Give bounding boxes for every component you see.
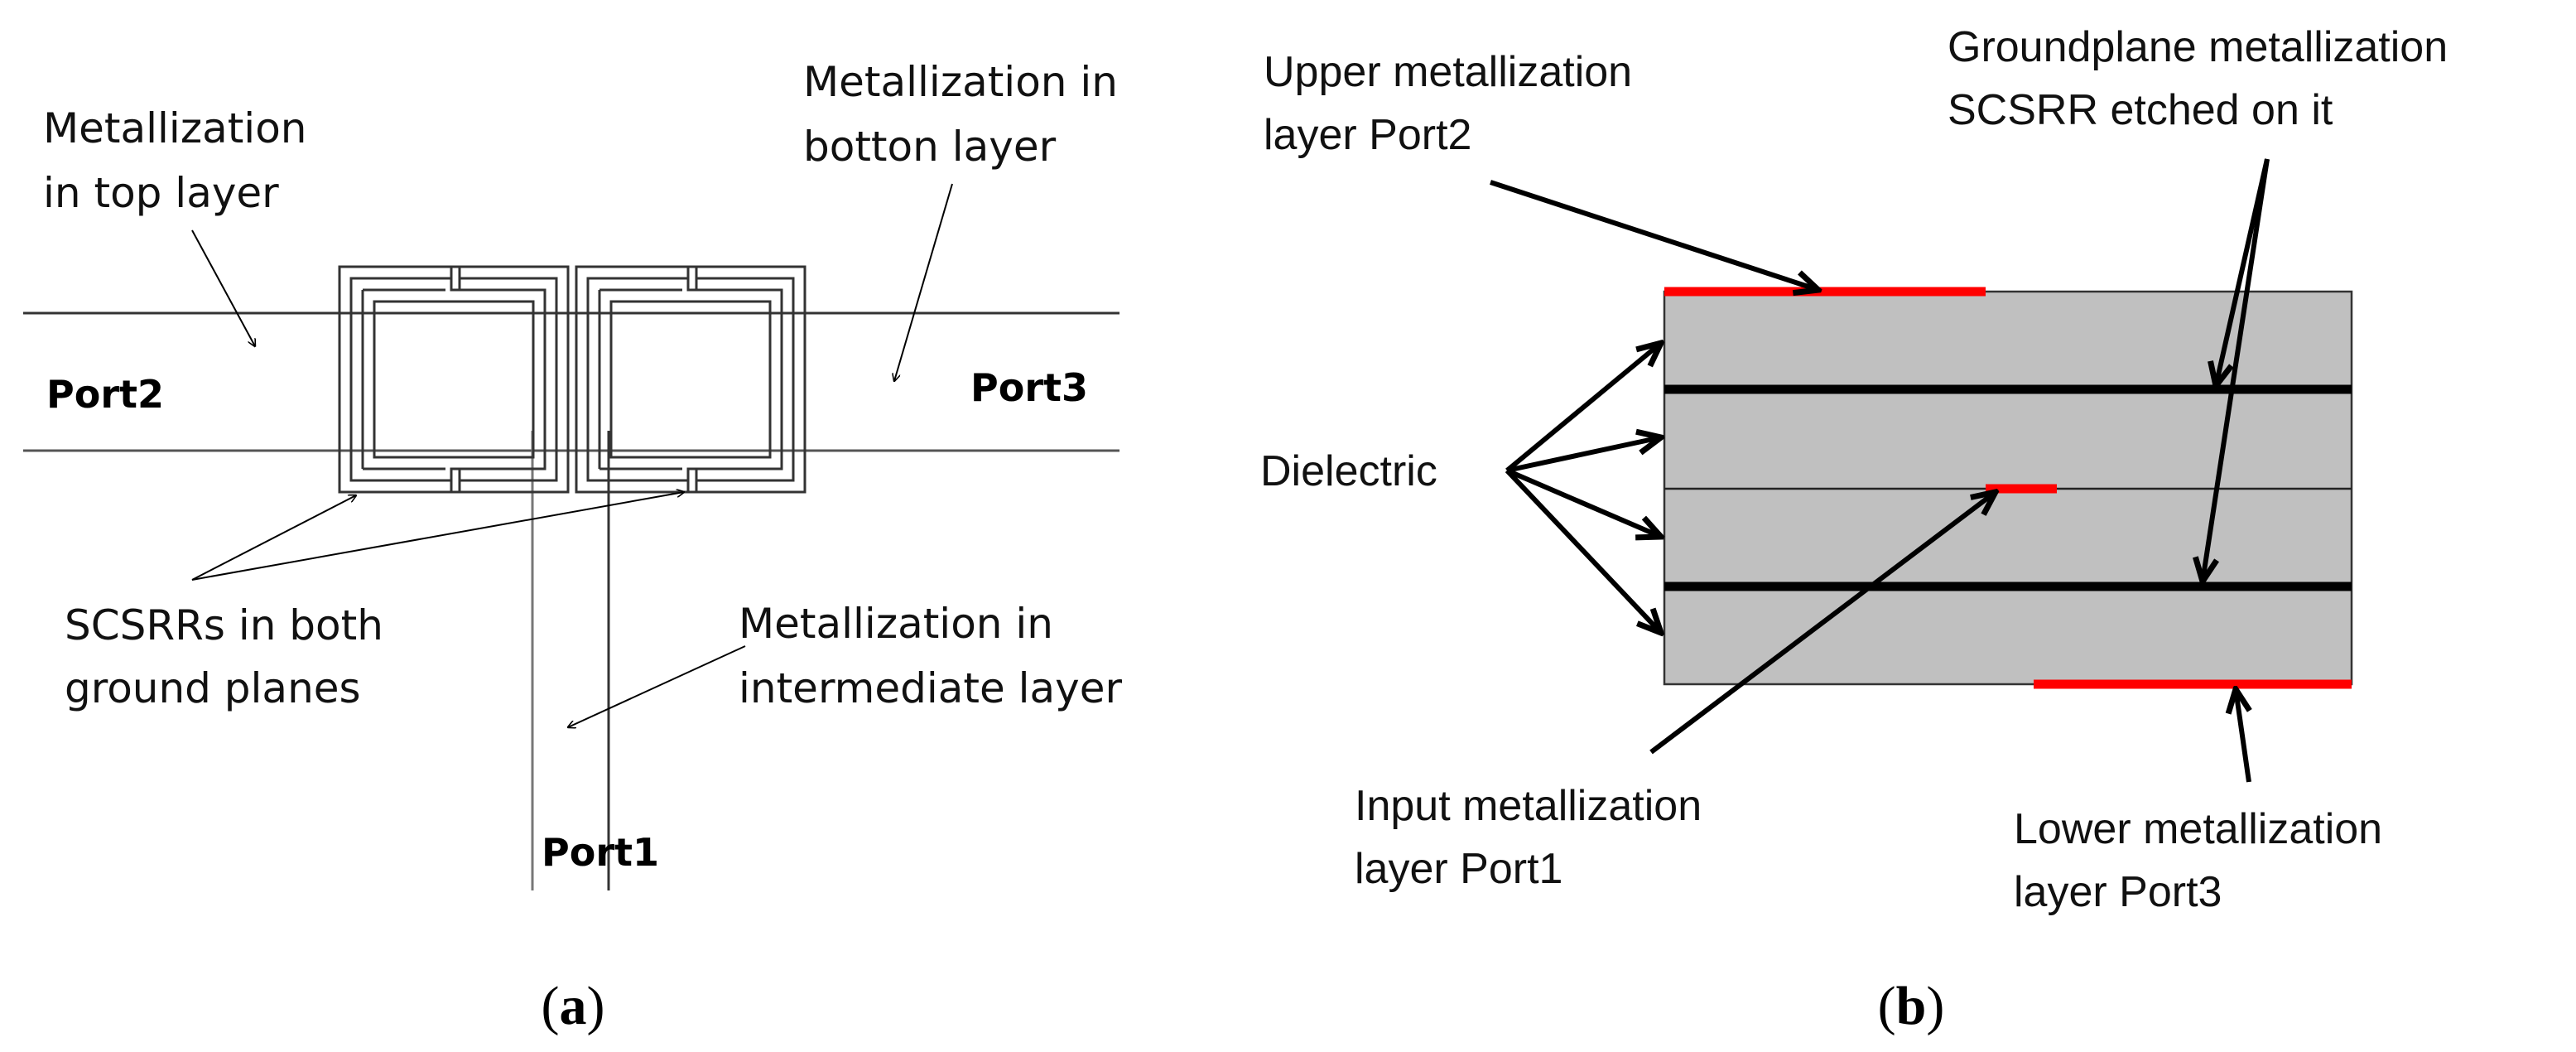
arrow-groundplane-upper bbox=[2216, 158, 2270, 386]
arrow-metal-intermediate bbox=[568, 645, 746, 727]
label-port1: Port1 bbox=[542, 830, 659, 875]
label-port2: Port2 bbox=[46, 372, 164, 417]
arrow-scsrr-right bbox=[191, 492, 684, 581]
label-metal-bottom-1: Metallization in bbox=[803, 58, 1118, 106]
label-input-2: layer Port1 bbox=[1355, 845, 1562, 893]
arrow-dielectric-4 bbox=[1505, 468, 1661, 633]
arrow-scsrr-left bbox=[191, 495, 356, 581]
arrow-dielectric-1 bbox=[1505, 343, 1661, 473]
label-scsrr-2: ground planes bbox=[65, 664, 361, 712]
label-lower-1: Lower metallization bbox=[2014, 805, 2382, 853]
arrow-metal-bottom bbox=[894, 183, 953, 381]
arrow-dielectric-2 bbox=[1506, 437, 1661, 473]
arrow-input bbox=[1649, 492, 1996, 755]
label-upper-1: Upper metallization bbox=[1264, 48, 1632, 96]
label-metal-intermediate-2: intermediate layer bbox=[739, 664, 1123, 712]
label-metal-intermediate-1: Metallization in bbox=[739, 600, 1053, 648]
label-dielectric: Dielectric bbox=[1260, 447, 1437, 495]
arrow-upper bbox=[1490, 180, 1818, 290]
label-input-1: Input metallization bbox=[1355, 782, 1702, 830]
scsrr-left bbox=[338, 265, 570, 494]
label-metal-top-2: in top layer bbox=[43, 169, 279, 217]
label-scsrr-1: SCSRRs in both bbox=[65, 601, 383, 649]
scsrr-right bbox=[575, 265, 807, 494]
label-port3: Port3 bbox=[970, 365, 1088, 410]
label-lower-2: layer Port3 bbox=[2014, 868, 2222, 916]
label-metal-bottom-2: botton layer bbox=[803, 123, 1057, 171]
panel-b: Upper metallization layer Port2 Groundpl… bbox=[1260, 23, 2448, 1036]
arrow-groundplane-lower bbox=[2203, 158, 2270, 581]
label-metal-top-1: Metallization bbox=[43, 104, 306, 152]
label-groundplane-2: SCSRR etched on it bbox=[1948, 86, 2333, 134]
arrow-dielectric-3 bbox=[1505, 468, 1661, 537]
caption-b: (b) bbox=[1878, 976, 1945, 1036]
label-groundplane-1: Groundplane metallization bbox=[1948, 23, 2448, 71]
caption-a: (a) bbox=[542, 976, 605, 1036]
arrow-lower bbox=[2236, 689, 2249, 783]
label-upper-2: layer Port2 bbox=[1264, 111, 1471, 159]
arrow-metal-top bbox=[191, 229, 255, 346]
panel-a: Metallization in top layer Metallization… bbox=[23, 58, 1123, 1036]
